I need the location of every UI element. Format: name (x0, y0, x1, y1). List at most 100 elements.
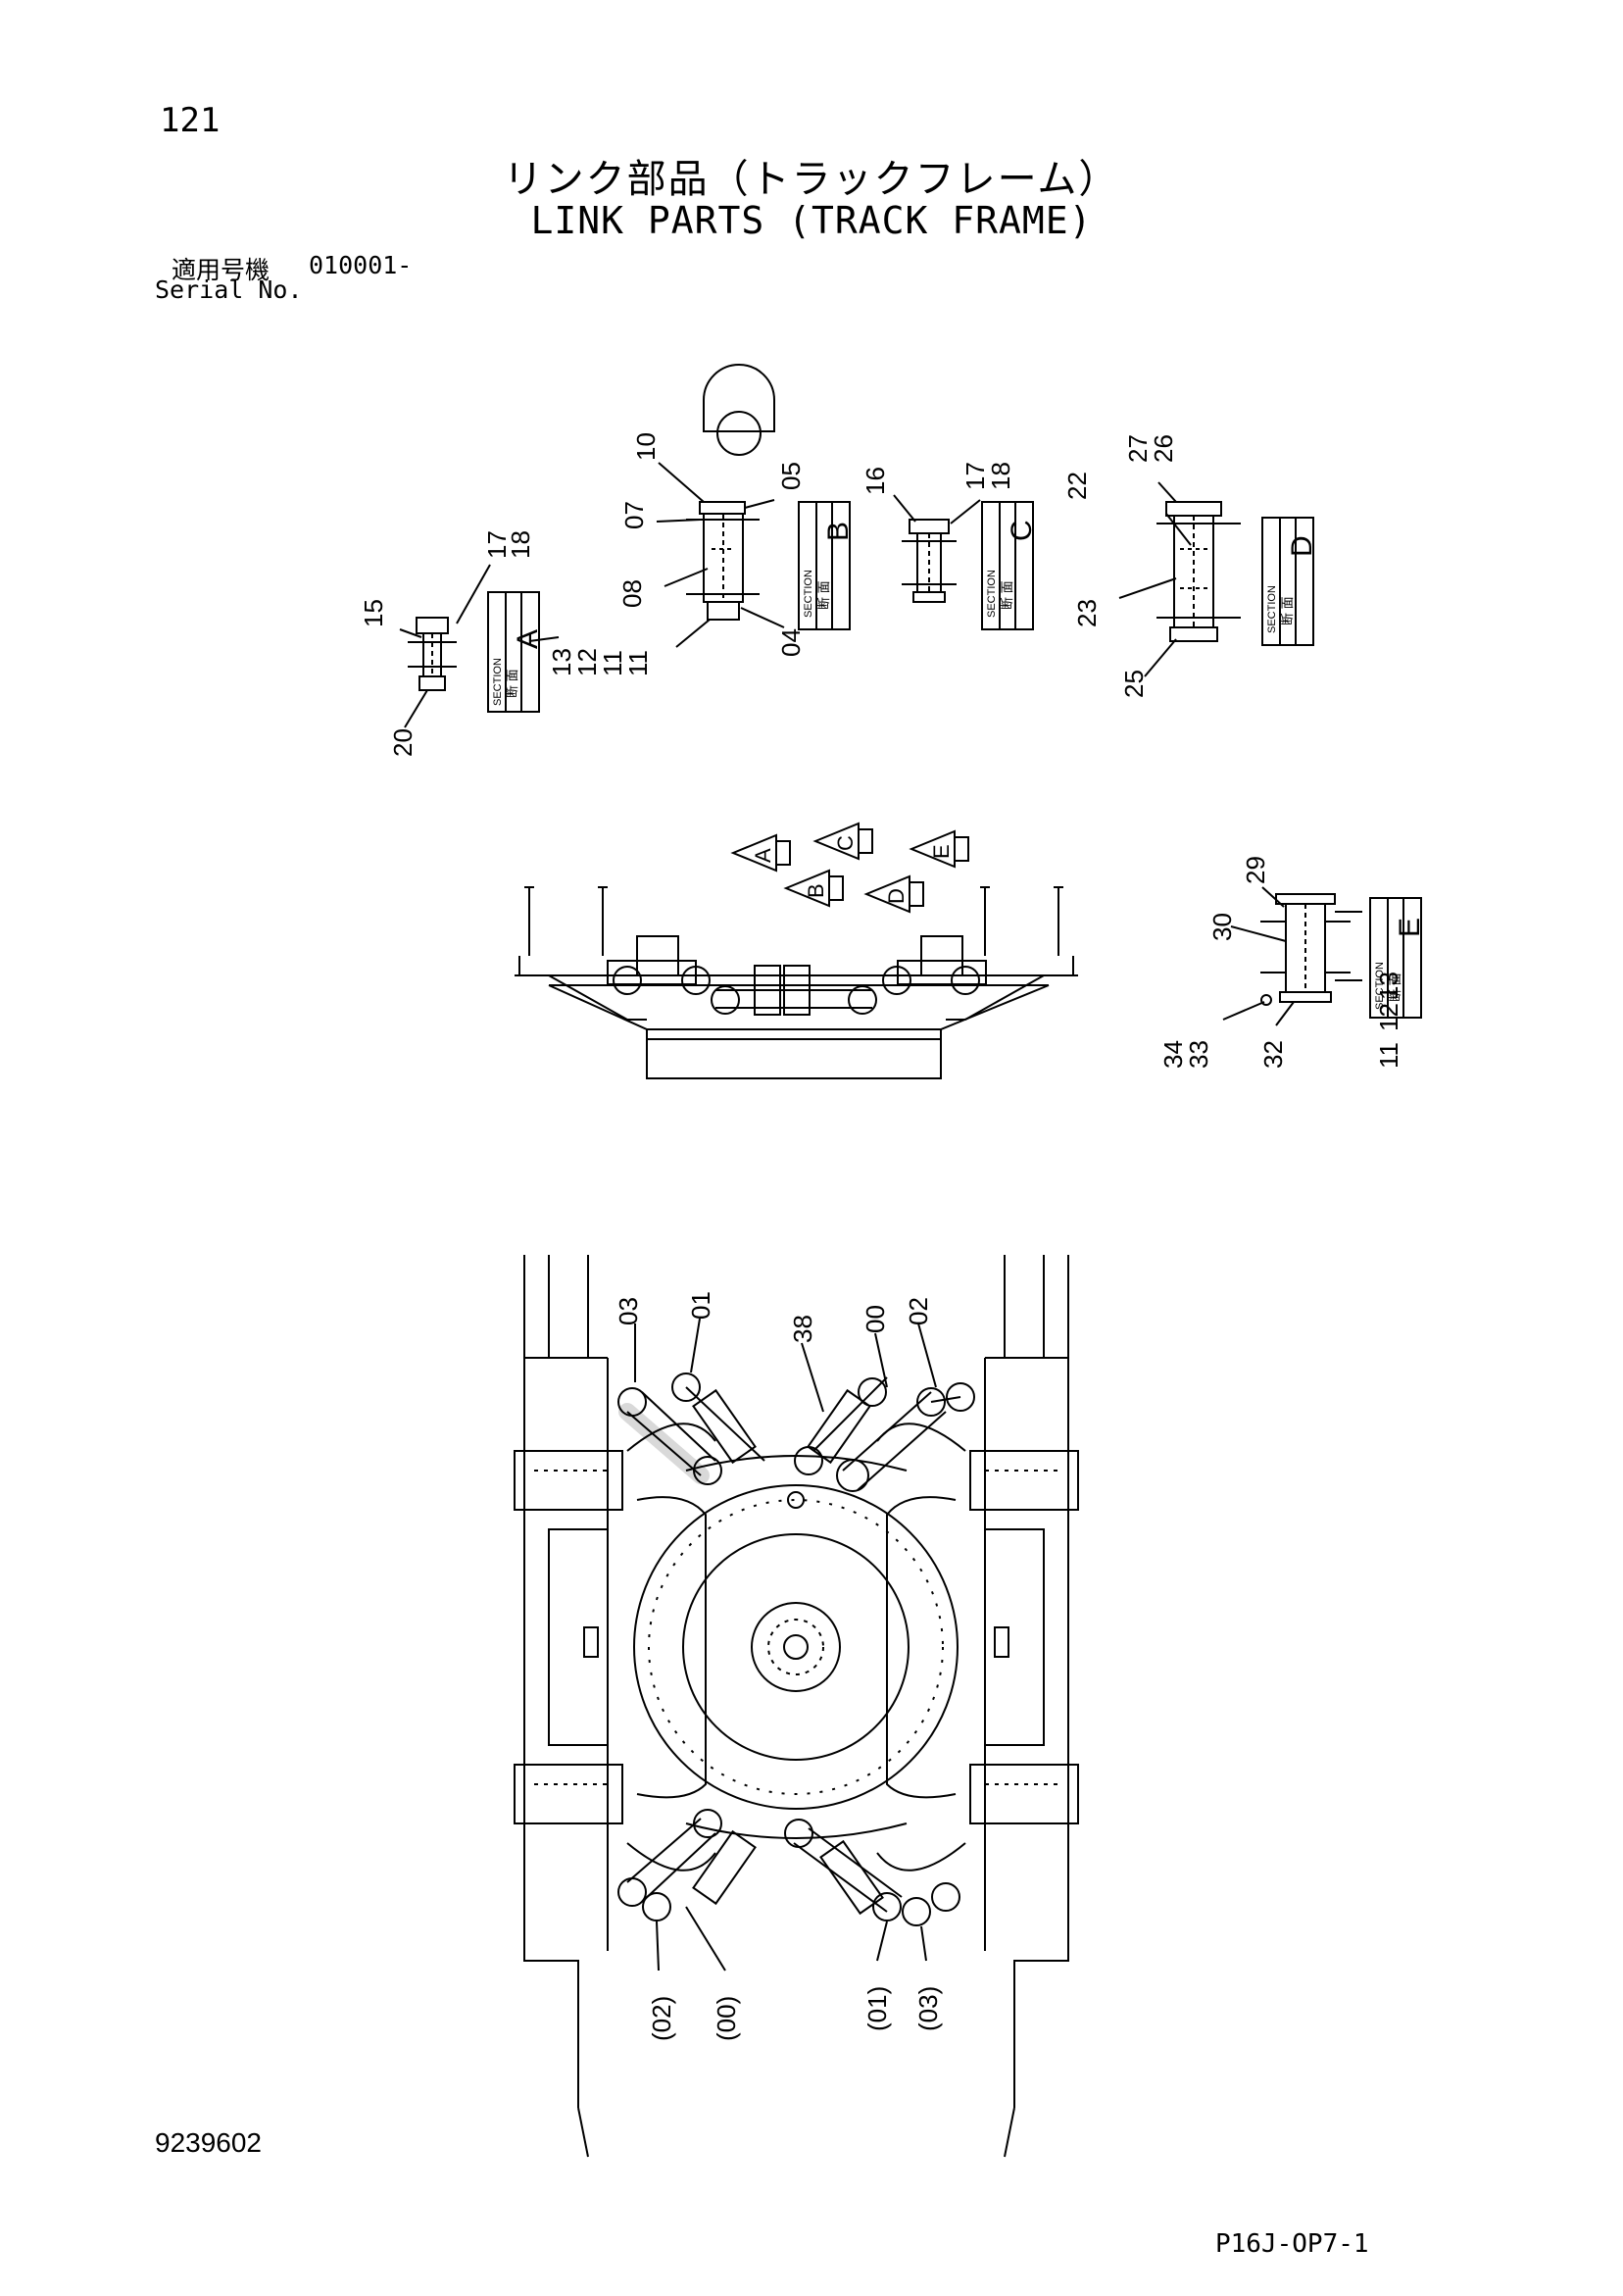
callout-38: 38 (788, 1315, 817, 1343)
section-b-label-jp: 断 面 (816, 580, 831, 610)
svg-text:C: C (833, 835, 858, 851)
leader-line (1275, 1001, 1295, 1026)
section-d-detail: D 断 面 SECTION 27 26 22 23 25 (1062, 434, 1318, 698)
leader-line (1157, 481, 1177, 503)
view-arrow-a: A (730, 833, 791, 873)
callout-33: 33 (1184, 1040, 1213, 1069)
document-number: 9239602 (155, 2127, 263, 2158)
section-d-letter: D (1286, 535, 1318, 557)
leader-line (801, 1342, 824, 1413)
leader-line (656, 519, 702, 523)
callout-22: 22 (1062, 472, 1092, 500)
section-a-label-box (487, 591, 540, 713)
section-d-label-en: SECTION (1266, 585, 1278, 633)
callout-11: 11 (1374, 1042, 1403, 1069)
leader-line (917, 1323, 937, 1388)
svg-text:D: D (884, 888, 909, 904)
leader-line (1118, 577, 1177, 599)
section-a-part-drawing (408, 617, 457, 691)
leader-line (920, 1925, 927, 1962)
leader-line (950, 499, 981, 524)
callout-08: 08 (617, 579, 647, 608)
callout-18: 18 (986, 462, 1015, 490)
leader-line (528, 636, 560, 642)
leader-line (1165, 513, 1192, 546)
section-c-part-drawing (902, 519, 957, 603)
leader-line (1230, 925, 1287, 942)
section-c-letter: C (1006, 520, 1038, 541)
callout-11: 11 (623, 650, 653, 676)
page-number: 121 (160, 101, 221, 140)
leader-line (893, 494, 916, 523)
leader-line (399, 628, 422, 638)
leader-line (874, 1332, 888, 1388)
callout-03: 03 (614, 1297, 643, 1325)
leader-line (740, 607, 785, 628)
side-view-drawing (515, 886, 1078, 1079)
callout-25: 25 (1119, 670, 1149, 698)
section-e-detail: E 断 面 SECTION 29 30 34 33 32 13 12 11 (1158, 856, 1426, 1069)
section-a-label-jp: 断 面 (505, 669, 519, 698)
svg-text:E: E (929, 844, 954, 859)
section-e-letter: E (1394, 918, 1426, 937)
callout-05: 05 (776, 462, 806, 490)
section-d-label-box (1261, 517, 1314, 646)
section-e-part-drawing (1260, 893, 1362, 1006)
callout-18: 18 (506, 530, 535, 559)
callout-13: 13 (547, 648, 576, 676)
section-b-letter: B (822, 522, 855, 541)
swing-bearing-outer (633, 1484, 959, 1810)
section-b-label-en: SECTION (803, 570, 814, 618)
callout-26: 26 (1149, 434, 1178, 463)
leader-line (744, 499, 775, 509)
callout-29: 29 (1241, 856, 1270, 884)
section-a-detail: A 断 面 SECTION 15 17 18 20 13 12 11 (359, 530, 627, 757)
section-c-detail: C 断 面 SECTION 16 17 18 (861, 462, 1038, 630)
center-joint (751, 1602, 841, 1692)
callout-34: 34 (1158, 1040, 1188, 1069)
callout-03-ref: (03) (913, 1986, 943, 2031)
callout-10: 10 (631, 432, 661, 461)
callout-01: 01 (686, 1291, 715, 1320)
callout-02-ref: (02) (647, 1996, 676, 2041)
svg-text:B: B (804, 883, 828, 898)
section-d-label-jp: 断 面 (1280, 596, 1295, 625)
callout-32: 32 (1258, 1040, 1288, 1069)
serial-label-japanese: 適用号機 (172, 256, 270, 284)
page-code: P16J-OP7-1 (1215, 2229, 1369, 2259)
view-arrow-e: E (909, 829, 969, 869)
section-c-label-jp: 断 面 (1000, 580, 1014, 610)
view-arrow-b: B (783, 869, 844, 908)
callout-00: 00 (861, 1305, 890, 1333)
callout-00-ref: (00) (712, 1996, 741, 2041)
callout-16: 16 (861, 467, 890, 495)
svg-text:A: A (751, 848, 775, 863)
leader-line (876, 1921, 888, 1962)
serial-label-english: Serial No. (155, 275, 303, 304)
section-e-label-en: SECTION (1374, 962, 1386, 1010)
serial-number-value: 010001- (309, 251, 413, 279)
leader-line (1144, 638, 1177, 677)
section-b-part-drawing (686, 364, 775, 621)
callout-20: 20 (388, 728, 418, 757)
top-link-assembly (617, 1373, 975, 1492)
section-c-label-en: SECTION (986, 570, 998, 618)
callout-04: 04 (776, 628, 806, 657)
view-arrow-d: D (863, 874, 924, 914)
section-e-label-jp: 断 面 (1388, 973, 1402, 1002)
section-d-part-drawing (1156, 501, 1241, 642)
callout-23: 23 (1072, 599, 1102, 627)
callout-11: 11 (598, 650, 627, 676)
view-arrow-c: C (812, 822, 873, 861)
callout-30: 30 (1207, 913, 1237, 941)
callout-12: 12 (572, 648, 602, 676)
callout-12: 12 (1374, 1003, 1403, 1031)
leader-line (656, 1921, 660, 1972)
bottom-link-assembly (617, 1809, 960, 1926)
callout-27: 27 (1123, 434, 1153, 463)
leader-line (1222, 1001, 1265, 1021)
page-title-english: LINK PARTS (TRACK FRAME) (530, 199, 1093, 242)
callout-17: 17 (482, 530, 512, 559)
callout-13: 13 (1374, 972, 1403, 1000)
